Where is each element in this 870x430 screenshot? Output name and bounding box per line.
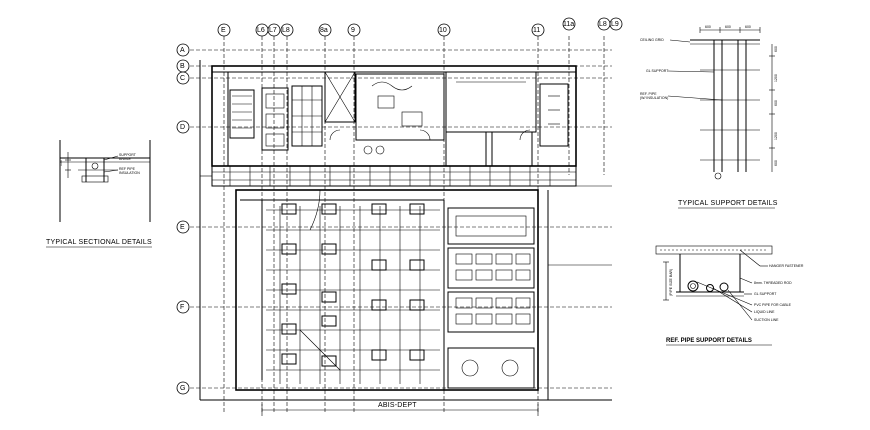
conference-rooms xyxy=(447,207,535,389)
curved-partition xyxy=(299,329,341,371)
svg-text:8a: 8a xyxy=(320,27,328,34)
svg-text:GL SUPPORT: GL SUPPORT xyxy=(646,69,669,73)
svg-text:600: 600 xyxy=(725,25,731,29)
svg-text:E: E xyxy=(221,27,226,34)
svg-text:GL SUPPORT: GL SUPPORT xyxy=(754,292,777,296)
svg-text:L7: L7 xyxy=(269,27,277,34)
sectional-detail: SUPPORT ANGLE REF PIPE INSULATION 150 xyxy=(59,140,151,222)
svg-text:C: C xyxy=(180,75,185,82)
svg-text:(PIPE SIZE BAR): (PIPE SIZE BAR) xyxy=(669,269,673,296)
support-title: TYPICAL SUPPORT DETAILS xyxy=(678,200,778,207)
lower-block xyxy=(235,189,539,391)
svg-text:1200: 1200 xyxy=(774,74,778,82)
svg-text:REF. PIPE: REF. PIPE xyxy=(640,92,657,96)
grid-lines xyxy=(190,36,612,412)
svg-text:F: F xyxy=(180,304,184,311)
curved-partition-2 xyxy=(309,189,321,231)
svg-text:SUPPORT: SUPPORT xyxy=(119,153,137,157)
svg-text:600: 600 xyxy=(705,25,711,29)
open-office-grid xyxy=(266,206,440,384)
svg-text:600: 600 xyxy=(774,160,778,166)
svg-text:(W/ INSULATION): (W/ INSULATION) xyxy=(640,96,668,100)
svg-text:150: 150 xyxy=(59,160,63,166)
corridor xyxy=(200,165,612,187)
svg-text:SUCTION LINE: SUCTION LINE xyxy=(754,318,779,322)
svg-text:11a: 11a xyxy=(563,21,574,28)
svg-text:8mm. THREADED ROD: 8mm. THREADED ROD xyxy=(754,281,792,285)
floor-plan: E L6 L7 L8 8a 9 10 11 11a L8 L9 A xyxy=(176,17,623,416)
support-detail: 600 600 600 600 1200 600 1200 600 CEILIN… xyxy=(640,25,778,180)
svg-text:L8: L8 xyxy=(282,27,290,34)
svg-text:L9: L9 xyxy=(611,21,619,28)
svg-text:INSULATION: INSULATION xyxy=(119,171,140,175)
svg-text:HANGER FASTENER: HANGER FASTENER xyxy=(769,264,804,268)
svg-text:LIQUID LINE: LIQUID LINE xyxy=(754,310,775,314)
svg-text:CEILING GRID: CEILING GRID xyxy=(640,38,664,42)
sectional-title: TYPICAL SECTIONAL DETAILS xyxy=(46,239,152,246)
svg-text:11: 11 xyxy=(533,27,540,34)
svg-text:A: A xyxy=(180,47,185,54)
grid-column-bubbles: E L6 L7 L8 8a 9 10 11 11a L8 L9 xyxy=(217,17,623,37)
svg-text:REF PIPE: REF PIPE xyxy=(119,167,136,171)
upper-block xyxy=(211,65,577,167)
plan-title: ABIS-DEPT xyxy=(378,402,417,409)
svg-text:1200: 1200 xyxy=(774,132,778,140)
svg-text:E: E xyxy=(180,224,185,231)
svg-text:ANGLE: ANGLE xyxy=(119,157,132,161)
svg-text:L6: L6 xyxy=(257,27,265,34)
svg-text:10: 10 xyxy=(439,27,447,34)
workstations xyxy=(281,203,425,367)
svg-text:600: 600 xyxy=(774,46,778,52)
pipe-support-detail: (PIPE SIZE BAR) HANGER FASTENER 8mm. THR… xyxy=(655,245,804,322)
svg-text:B: B xyxy=(180,63,185,70)
grid-row-bubbles: A B C D E F G xyxy=(176,43,190,395)
pipe-support-title: REF. PIPE SUPPORT DETAILS xyxy=(666,338,752,344)
svg-text:PVC PIPE FOR CABLE: PVC PIPE FOR CABLE xyxy=(754,303,792,307)
svg-text:L8: L8 xyxy=(599,21,607,28)
svg-text:G: G xyxy=(180,385,185,392)
svg-text:600: 600 xyxy=(745,25,751,29)
svg-text:600: 600 xyxy=(774,100,778,106)
svg-text:D: D xyxy=(180,124,185,131)
svg-text:9: 9 xyxy=(351,27,355,34)
